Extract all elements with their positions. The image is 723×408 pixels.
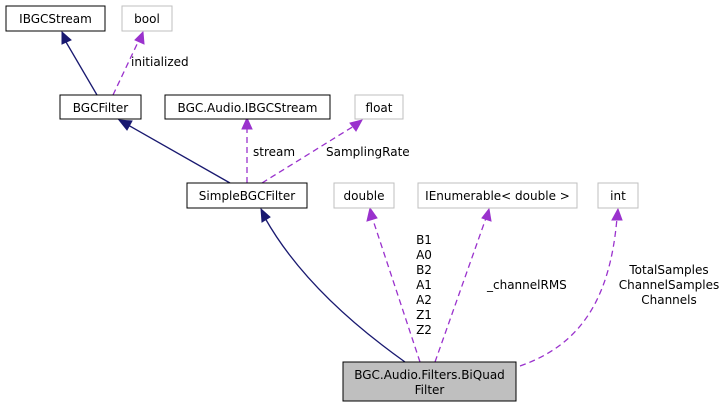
node-label: bool bbox=[134, 12, 160, 26]
edge-labels-int-members: TotalSamples ChannelSamples Channels bbox=[619, 263, 720, 307]
member-label: Channels bbox=[641, 293, 697, 307]
member-label: B1 bbox=[416, 233, 432, 247]
member-label: ChannelSamples bbox=[619, 278, 720, 292]
edge-label-samplingrate: SamplingRate bbox=[326, 145, 410, 159]
edge-simplebgcfilter-float bbox=[261, 119, 363, 184]
member-label: Z2 bbox=[416, 323, 432, 337]
edge-biquad-simplebgcfilter bbox=[260, 207, 406, 363]
node-label: BGC.Audio.IBGCStream bbox=[178, 101, 318, 115]
node-bgcfilter[interactable]: BGCFilter bbox=[59, 94, 142, 120]
edge-simplebgcfilter-audio-ibgcstream bbox=[241, 116, 253, 183]
node-double: double bbox=[333, 182, 395, 209]
member-label: A1 bbox=[416, 278, 432, 292]
node-simplebgcfilter[interactable]: SimpleBGCFilter bbox=[186, 182, 308, 209]
edge-biquad-ienumerable bbox=[434, 207, 492, 363]
node-label: float bbox=[366, 101, 393, 115]
node-biquad-filter[interactable]: BGC.Audio.Filters.BiQuad Filter bbox=[342, 361, 517, 402]
edge-biquad-int bbox=[519, 207, 623, 367]
node-label: int bbox=[610, 189, 626, 203]
node-label: BGCFilter bbox=[73, 101, 128, 115]
member-label: B2 bbox=[416, 263, 432, 277]
node-audio-ibgcstream[interactable]: BGC.Audio.IBGCStream bbox=[164, 94, 331, 120]
node-label: IEnumerable< double > bbox=[425, 189, 570, 203]
edge-label-stream: stream bbox=[253, 145, 295, 159]
node-float: float bbox=[354, 94, 404, 120]
node-bool: bool bbox=[121, 5, 173, 32]
node-label: double bbox=[344, 189, 385, 203]
member-label: TotalSamples bbox=[628, 263, 708, 277]
edge-biquad-double bbox=[366, 206, 421, 363]
edge-label-initialized: initialized bbox=[131, 55, 189, 69]
edge-bgcfilter-ibgcstream bbox=[61, 30, 98, 96]
member-label: A0 bbox=[416, 248, 432, 262]
member-label: A2 bbox=[416, 293, 432, 307]
member-label: Z1 bbox=[416, 308, 432, 322]
node-ienumerable: IEnumerable< double > bbox=[417, 182, 578, 209]
edge-simplebgcfilter-bgcfilter bbox=[117, 119, 231, 184]
node-label-line2: Filter bbox=[415, 383, 445, 397]
node-int: int bbox=[597, 182, 639, 209]
node-label: IBGCStream bbox=[19, 12, 92, 26]
node-label: SimpleBGCFilter bbox=[199, 189, 295, 203]
edge-bgcfilter-bool bbox=[112, 30, 145, 96]
edge-labels-double-members: B1 A0 B2 A1 A2 Z1 Z2 bbox=[416, 233, 432, 337]
edge-label-channelrms: _channelRMS bbox=[486, 278, 567, 292]
node-label-line1: BGC.Audio.Filters.BiQuad bbox=[354, 368, 505, 382]
node-ibgcstream[interactable]: IBGCStream bbox=[5, 5, 106, 32]
